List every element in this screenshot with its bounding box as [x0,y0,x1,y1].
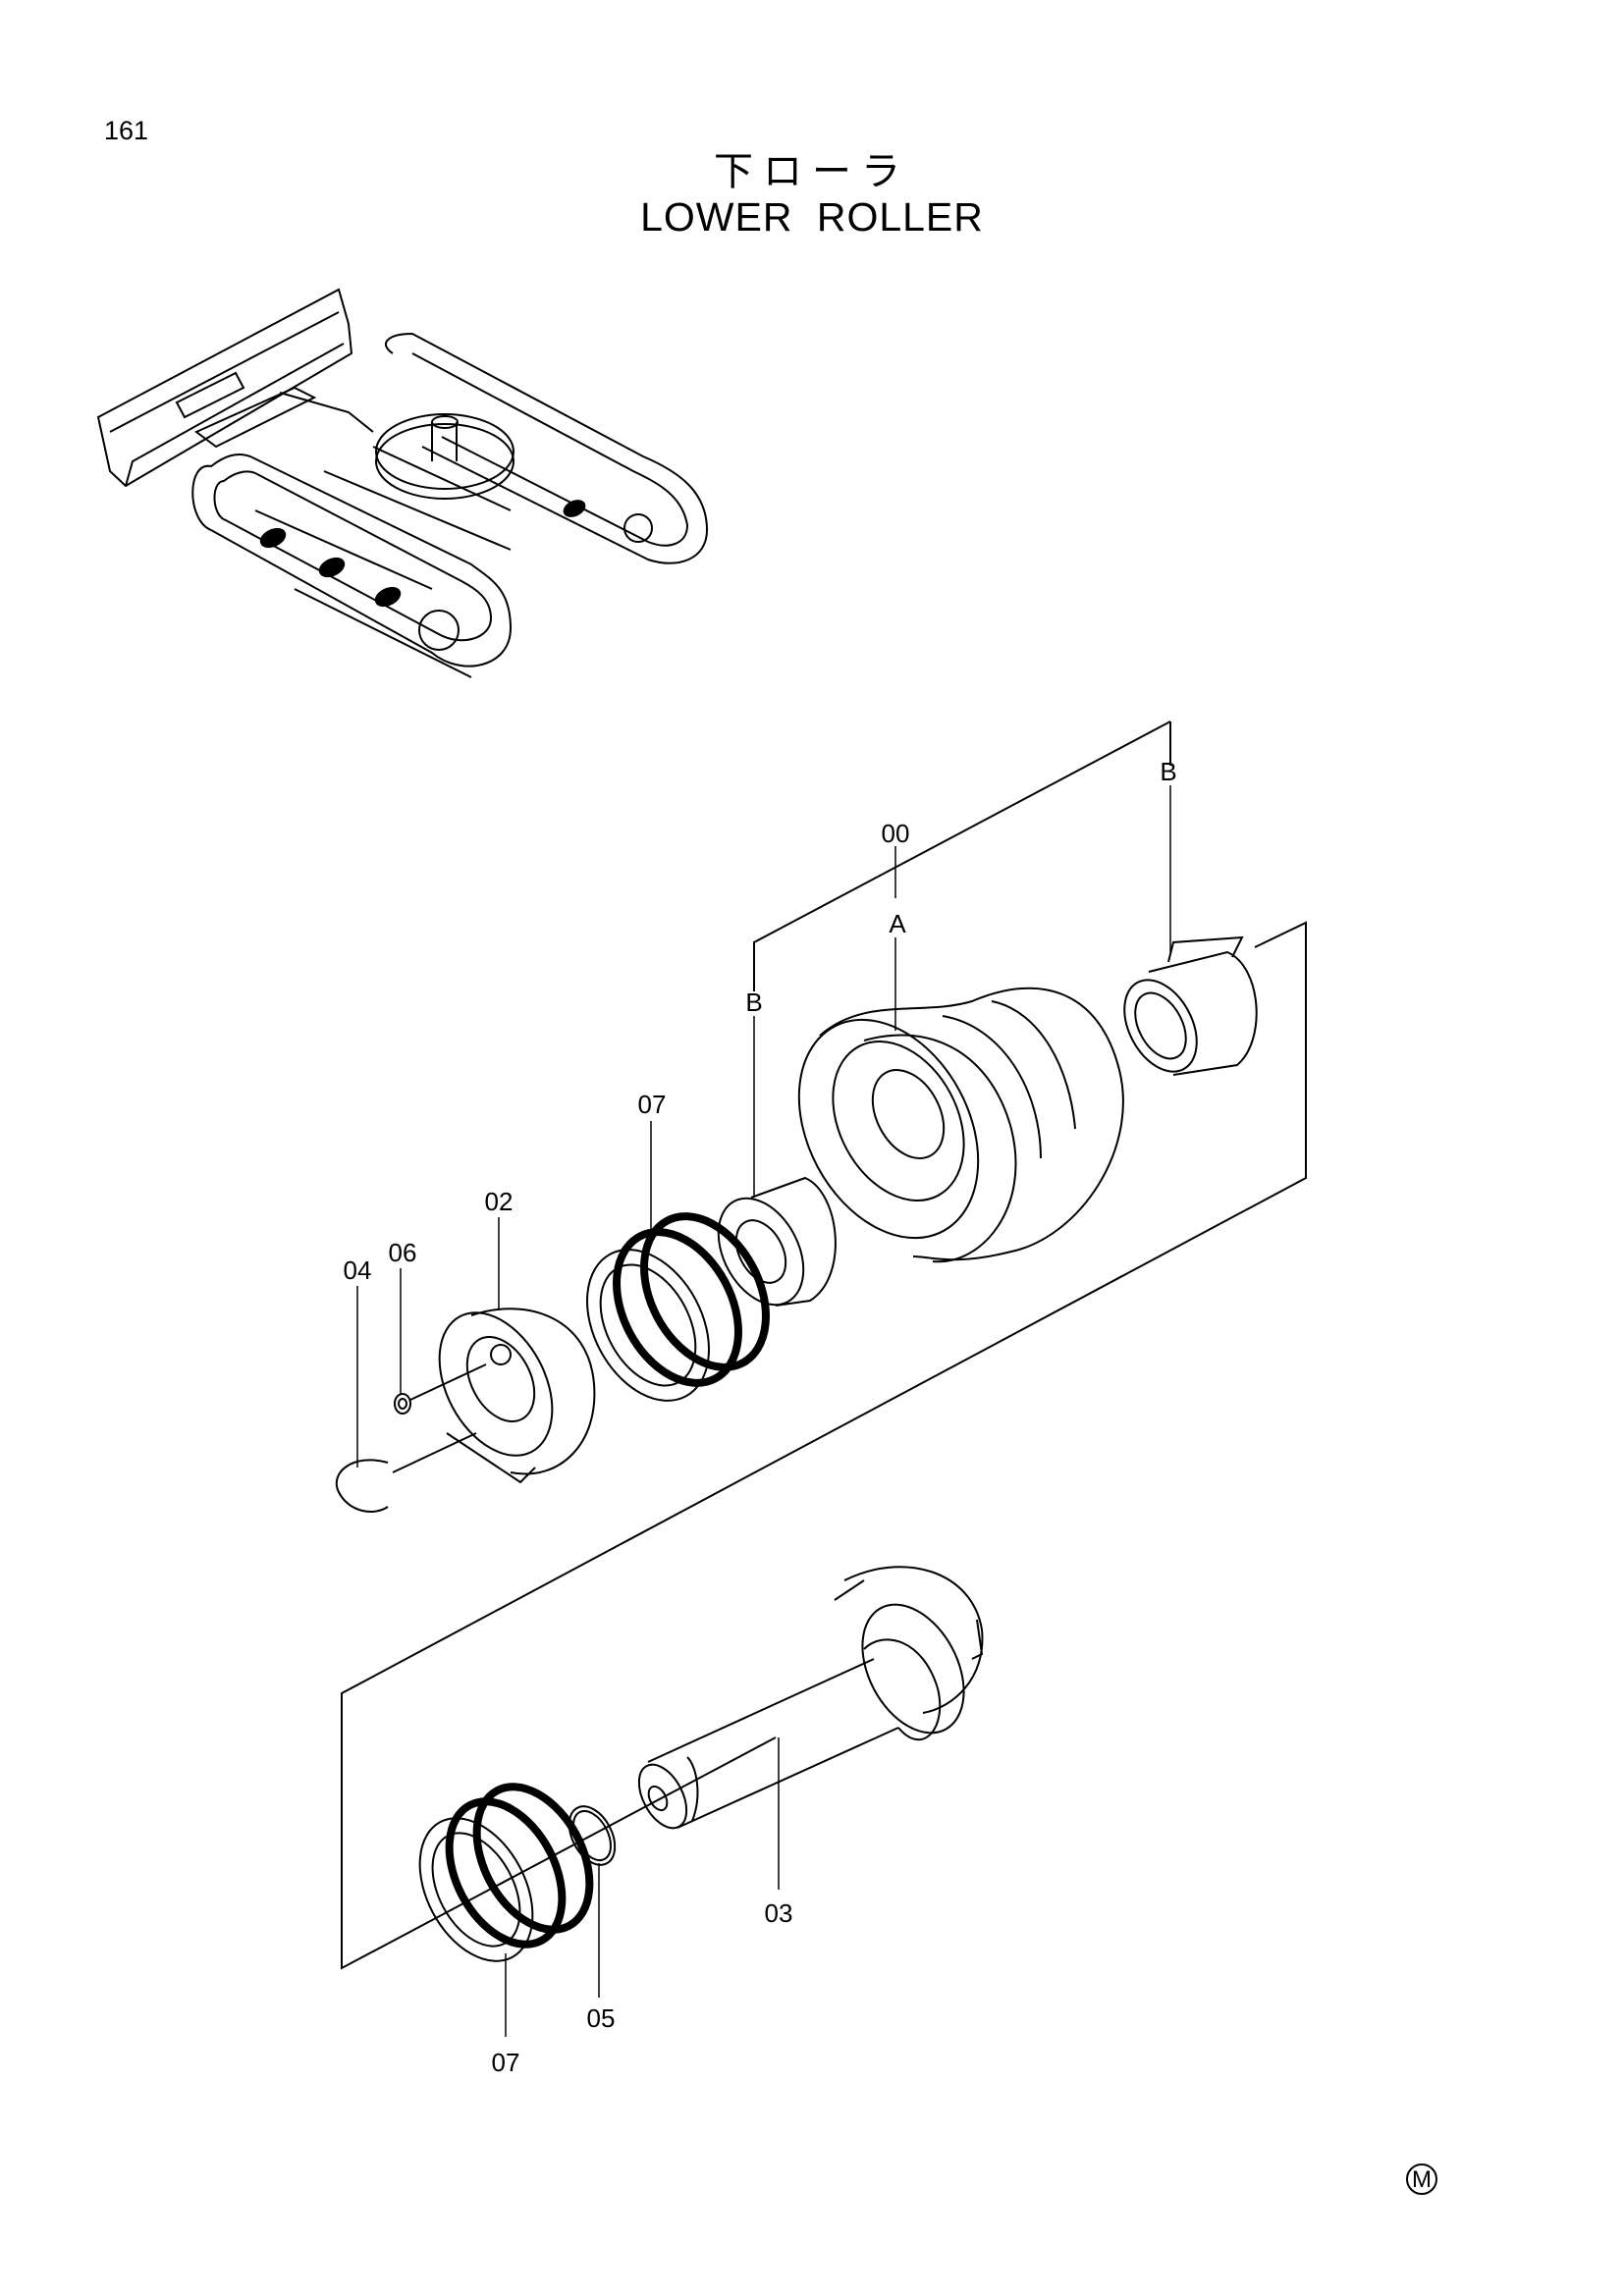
bushing-left-part [717,1176,837,1307]
label-part-a: A [889,909,906,938]
floating-seal-bottom-part [418,1783,594,1962]
label-part-03: 03 [765,1898,793,1928]
label-part-b-left: B [745,988,762,1017]
label-part-07-top: 07 [638,1090,667,1119]
label-part-06: 06 [389,1238,417,1267]
snap-ring-part [336,1432,477,1513]
collar-part [438,1308,596,1484]
corner-mark-letter: M [1412,2166,1432,2193]
corner-mark-circle [1406,2163,1437,2195]
shaft-part [637,1566,984,1830]
floating-seal-top-part [586,1212,770,1402]
label-part-b-right: B [1160,757,1176,786]
roller-body-part [797,987,1124,1263]
label-part-07-bottom: 07 [492,2048,520,2077]
page-number: 161 [104,116,149,145]
title-english: LOWER ROLLER [640,194,984,240]
title-japanese: 下ローラ [714,149,910,194]
label-part-00: 00 [882,819,910,848]
leader-lines [356,785,1171,2037]
bushing-right-part [1123,935,1258,1076]
plug-part [394,1363,487,1415]
assembly-bracket-lines [341,721,1307,1970]
label-part-04: 04 [344,1255,372,1285]
label-part-02: 02 [485,1187,514,1216]
label-part-05: 05 [587,2003,616,2033]
machine-overview-illustration [96,288,709,678]
